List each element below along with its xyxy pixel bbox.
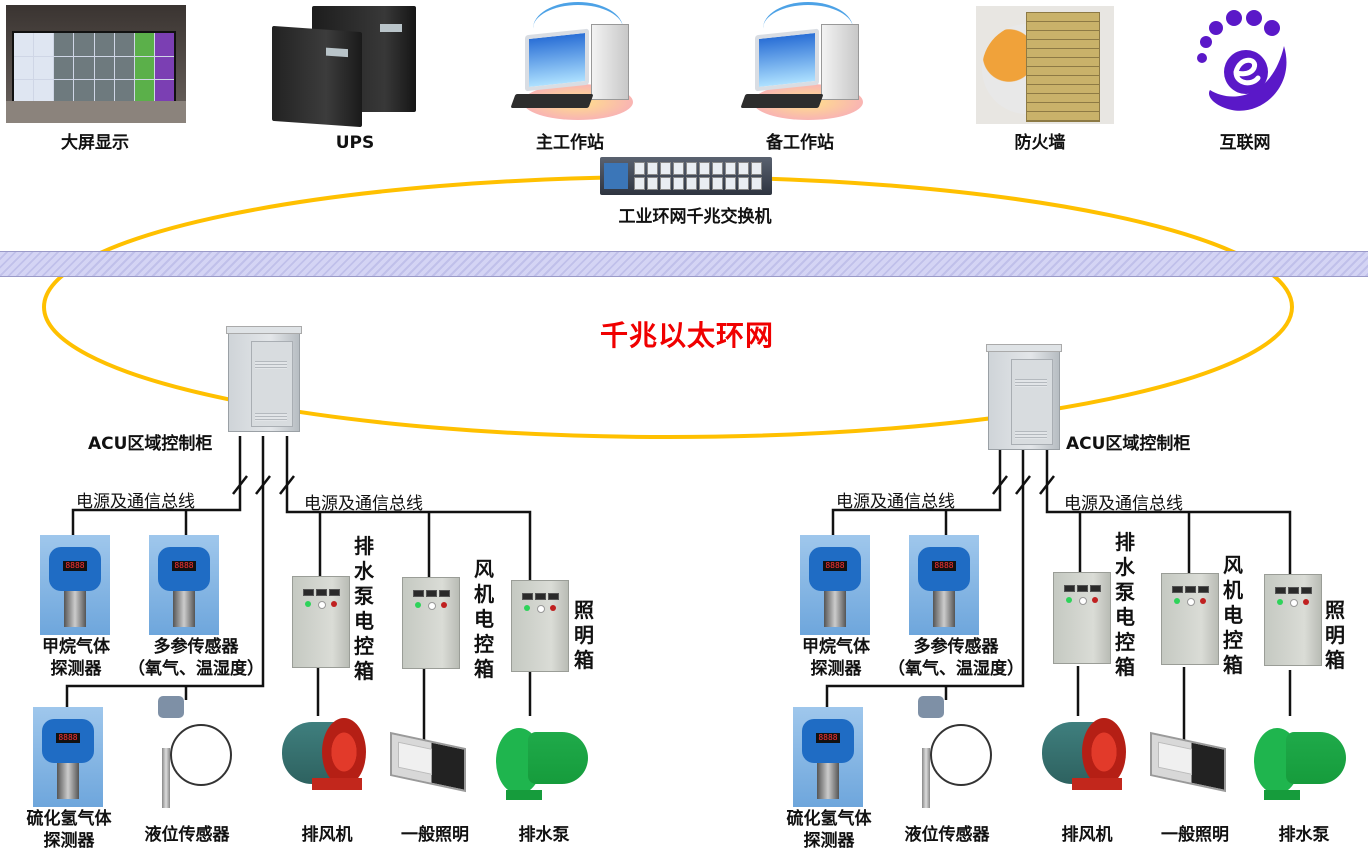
actuator-label: 排水泵 bbox=[1278, 825, 1330, 845]
bus-label-sensors: 电源及通信总线 bbox=[76, 492, 195, 512]
zone-wiring-left bbox=[65, 436, 532, 740]
control-box-icon bbox=[292, 576, 350, 668]
bus-label-actuators: 电源及通信总线 bbox=[304, 494, 423, 514]
bus-slash-mark bbox=[1015, 475, 1031, 495]
gas-detector-icon: 8888 bbox=[909, 535, 979, 635]
device-label-internet: 互联网 bbox=[1219, 133, 1271, 153]
hatched-divider-band bbox=[0, 251, 1368, 277]
acu-cabinet-icon bbox=[226, 326, 302, 432]
network-switch-icon bbox=[600, 157, 772, 195]
gas-detector-icon: 8888 bbox=[40, 535, 110, 635]
water-pump-icon bbox=[1254, 714, 1348, 804]
acu-cabinet-icon bbox=[986, 344, 1062, 450]
control-box-label: 排水泵电控箱 bbox=[1115, 530, 1135, 679]
sensor-label: 液位传感器 bbox=[904, 825, 990, 845]
control-box-icon bbox=[402, 577, 460, 669]
exhaust-fan-icon bbox=[282, 716, 368, 794]
device-label-ups: UPS bbox=[335, 133, 375, 153]
firewall-icon bbox=[976, 6, 1114, 124]
acu-cabinet-label: ACU区域控制柜 bbox=[88, 434, 213, 454]
control-box-label: 风机电控箱 bbox=[474, 557, 494, 681]
gas-detector-icon: 8888 bbox=[33, 707, 103, 807]
bus-wire bbox=[65, 436, 265, 707]
actuator-label: 排风机 bbox=[1061, 825, 1113, 845]
workstation-icon-main bbox=[505, 2, 645, 124]
actuator-label: 排水泵 bbox=[518, 825, 570, 845]
device-label-main-workstation: 主工作站 bbox=[536, 133, 604, 153]
bus-slash-mark bbox=[255, 475, 271, 495]
sensor-label: 甲烷气体探测器 bbox=[42, 637, 110, 679]
ups-icon-small bbox=[272, 25, 362, 128]
control-box-label: 风机电控箱 bbox=[1223, 553, 1243, 677]
sensor-label: 甲烷气体探测器 bbox=[802, 637, 870, 679]
control-box-icon bbox=[511, 580, 569, 672]
device-label-bigscreen: 大屏显示 bbox=[61, 133, 129, 153]
sensor-label: 液位传感器 bbox=[144, 825, 230, 845]
bus-slash-mark bbox=[232, 475, 248, 495]
zone-wiring-right bbox=[825, 436, 1292, 740]
exhaust-fan-icon bbox=[1042, 716, 1128, 794]
bus-label-actuators: 电源及通信总线 bbox=[1064, 494, 1183, 514]
sensor-label: 硫化氢气体探测器 bbox=[26, 809, 112, 851]
bus-wire bbox=[1045, 436, 1292, 580]
sensor-label: 多参传感器（氧气、温湿度） bbox=[888, 637, 1024, 679]
core-switch-label: 工业环网千兆交换机 bbox=[618, 207, 772, 227]
bus-slash-mark bbox=[1039, 475, 1055, 495]
internet-icon bbox=[1197, 10, 1287, 111]
actuator-label: 一般照明 bbox=[401, 825, 469, 845]
control-box-icon bbox=[1264, 574, 1322, 666]
actuator-label: 一般照明 bbox=[1161, 825, 1229, 845]
bus-wire bbox=[71, 436, 242, 535]
control-box-label: 照明箱 bbox=[574, 598, 594, 672]
control-box-label: 排水泵电控箱 bbox=[354, 534, 374, 683]
sensor-label: 硫化氢气体探测器 bbox=[786, 809, 872, 851]
sensor-label: 多参传感器（氧气、温湿度） bbox=[128, 637, 264, 679]
actuator-label: 排风机 bbox=[301, 825, 353, 845]
bus-slash-mark bbox=[279, 475, 295, 495]
water-pump-icon bbox=[496, 714, 590, 804]
control-box-icon bbox=[1053, 572, 1111, 664]
device-label-backup-workstation: 备工作站 bbox=[766, 133, 834, 153]
acu-cabinet-label: ACU区域控制柜 bbox=[1066, 434, 1191, 454]
control-box-icon bbox=[1161, 573, 1219, 665]
control-box-label: 照明箱 bbox=[1325, 598, 1345, 672]
video-wall-icon bbox=[6, 5, 186, 123]
device-label-firewall: 防火墙 bbox=[1014, 133, 1066, 153]
level-sensor-icon bbox=[912, 696, 992, 821]
bus-slash-mark bbox=[992, 475, 1008, 495]
level-sensor-icon bbox=[152, 696, 232, 821]
bus-wire bbox=[285, 436, 532, 580]
bus-wire bbox=[831, 436, 1002, 535]
bus-wire bbox=[825, 436, 1025, 707]
bus-label-sensors: 电源及通信总线 bbox=[836, 492, 955, 512]
gas-detector-icon: 8888 bbox=[800, 535, 870, 635]
gas-detector-icon: 8888 bbox=[793, 707, 863, 807]
workstation-icon-backup bbox=[735, 2, 875, 124]
gas-detector-icon: 8888 bbox=[149, 535, 219, 635]
ring-title: 千兆以太环网 bbox=[600, 319, 775, 352]
